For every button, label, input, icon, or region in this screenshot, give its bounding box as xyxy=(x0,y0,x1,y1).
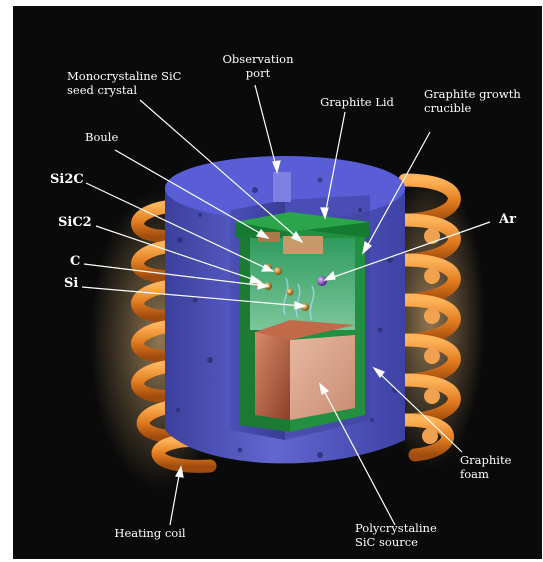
label-boule: Boule xyxy=(85,130,145,144)
seed-crystal xyxy=(283,236,323,254)
argon-atom xyxy=(317,276,327,286)
label-graphite-lid: Graphite Lid xyxy=(312,95,402,109)
label-si: Si xyxy=(64,277,88,291)
label-ar: Ar xyxy=(499,213,529,227)
label-heating-coil: Heating coil xyxy=(100,526,200,540)
label-si2c: Si2C xyxy=(50,173,100,187)
label-c: C xyxy=(70,255,90,269)
label-graphite-growth-crucible: Graphite growth crucible xyxy=(424,87,534,115)
observation-port xyxy=(273,172,291,202)
label-polycrystaline-source: Polycrystaline SiC source xyxy=(355,521,465,549)
label-sic2: SiC2 xyxy=(58,216,108,230)
label-monocrystaline-seed: Monocrystaline SiC seed crystal xyxy=(67,69,197,97)
label-graphite-foam: Graphite foam xyxy=(460,453,542,481)
label-observation-port: Observation port xyxy=(218,52,298,80)
